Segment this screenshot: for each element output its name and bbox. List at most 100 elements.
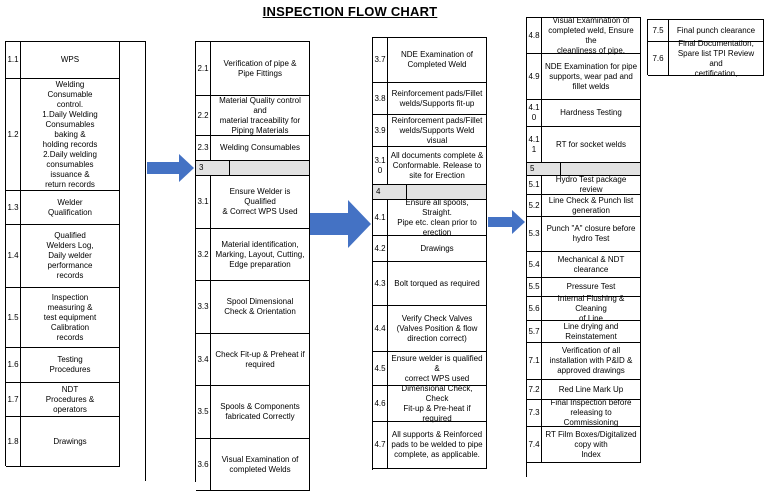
step-number: 7.2 <box>527 380 542 399</box>
step-text: All supports & Reinforced pads to be wel… <box>391 430 483 459</box>
step-number: 5.7 <box>527 321 542 342</box>
step-text: Reinforcement pads/Fillet welds/Supports… <box>391 88 483 108</box>
step-text: Visual Examination of completed Welds <box>221 454 299 474</box>
step-text: Material identification, Marking, Layout… <box>215 239 305 269</box>
step-number: 7.3 <box>527 400 542 426</box>
step-text: RT Film Boxes/Digitalized copy with Inde… <box>545 429 637 459</box>
col4-step-4-8: 4.8 Visual Examination of completed weld,… <box>527 15 641 55</box>
step-number: 7.5 <box>648 20 669 41</box>
step-number: 4.7 <box>373 422 388 468</box>
step-number: 7.1 <box>527 343 542 379</box>
col3-step-4: 4 <box>373 185 487 200</box>
step-number: 3.1 <box>196 176 211 228</box>
step-text: Spool Dimensional Check & Orientation <box>224 297 296 316</box>
step-number: 5.6 <box>527 297 542 320</box>
step-text: Ensure Welder is Qualified & Correct WPS… <box>222 187 298 216</box>
col4-step-7-1: 7.1 Verification of all installation with… <box>527 343 641 380</box>
flow-arrow-1 <box>147 154 194 182</box>
flow-arrow-2 <box>310 200 371 248</box>
step-number: 4.9 <box>527 54 542 99</box>
step-text: Ensure all spools, Straight. Pipe etc. c… <box>397 197 477 237</box>
step-text: Internal Flushing & Cleaning of Line <box>557 293 625 323</box>
step-number: 4.5 <box>373 352 388 385</box>
step-number: 3.8 <box>373 83 388 114</box>
step-number: 4.1 <box>373 200 388 235</box>
step-text: Welder Qualification <box>47 197 93 217</box>
step-text: Material Quality control and material tr… <box>219 95 301 135</box>
step-number: 5.3 <box>527 217 542 251</box>
step-number: 1.4 <box>6 225 21 287</box>
step-text: All documents complete & Conformable. Re… <box>390 150 484 180</box>
step-number: 4.3 <box>373 262 388 305</box>
step-text: NDE Examination of Completed Weld <box>400 50 474 69</box>
step-number: 4.2 <box>373 236 388 261</box>
step-number: 3 <box>199 163 204 172</box>
step-text: Visual Examination of completed weld, En… <box>548 15 634 55</box>
step-text: Final punch clearance <box>676 25 756 35</box>
step-number: 4.4 <box>373 306 388 351</box>
col2-step-3-4: 3.4 Check Fit-up & Preheat if required <box>196 334 310 386</box>
col4-step-5-3: 5.3 Punch "A" closure before hydro Test <box>527 217 641 252</box>
step-number: 3.4 <box>196 334 211 385</box>
step-number: 5.2 <box>527 195 542 216</box>
step-number: 3.9 <box>373 115 388 146</box>
step-text: Verification of all installation with P&… <box>549 346 633 375</box>
step-text: Reinforcement pads/Fillet welds/Supports… <box>391 115 483 145</box>
step-text: Drawings <box>420 243 454 253</box>
step-number: 4.8 <box>527 18 542 53</box>
step-text: Punch "A" closure before hydro Test <box>546 224 636 243</box>
step-number: 4 <box>376 187 381 196</box>
column-1-outer-line <box>145 41 146 481</box>
step-number: 5.4 <box>527 252 542 277</box>
column-4-testing: 4.8 Visual Examination of completed weld,… <box>526 15 641 477</box>
step-text <box>229 161 309 175</box>
col3-step-4-4: 4.4 Verify Check Valves (Valves Position … <box>373 306 487 352</box>
step-text: NDE Examination for pipe supports, wear … <box>544 61 638 91</box>
step-number: 2.3 <box>196 136 211 160</box>
step-text: RT for socket welds <box>556 139 626 149</box>
step-number: 4.6 <box>373 386 388 421</box>
step-text: Testing Procedures <box>49 355 91 374</box>
step-text <box>560 163 640 175</box>
step-text: Dimensional Check, Check Fit-up & Pre-he… <box>401 383 473 423</box>
chart-title: INSPECTION FLOW CHART <box>262 4 438 19</box>
step-number: 7.4 <box>527 427 542 462</box>
step-text: Red Line Mark Up <box>558 384 624 394</box>
step-number: 3.1 0 <box>373 147 388 184</box>
col4-step-5-6: 5.6 Internal Flushing & Cleaning of Line <box>527 293 641 323</box>
col3-step-4-2: 4.2 Drawings <box>373 236 487 262</box>
step-text: Pressure Test <box>566 282 616 291</box>
step-number: 1.5 <box>6 288 21 347</box>
step-number: 5.1 <box>527 176 542 194</box>
col2-step-3: 3 <box>196 161 310 176</box>
step-text: Check Fit-up & Preheat if required <box>215 349 305 369</box>
step-number: 1.2 <box>6 79 21 190</box>
col4-step-5-2: 5.2 Line Check & Punch list generation <box>527 195 641 217</box>
step-text: Line Check & Punch list generation <box>548 195 634 215</box>
step-text: Verify Check Valves (Valves Position & f… <box>396 313 478 343</box>
